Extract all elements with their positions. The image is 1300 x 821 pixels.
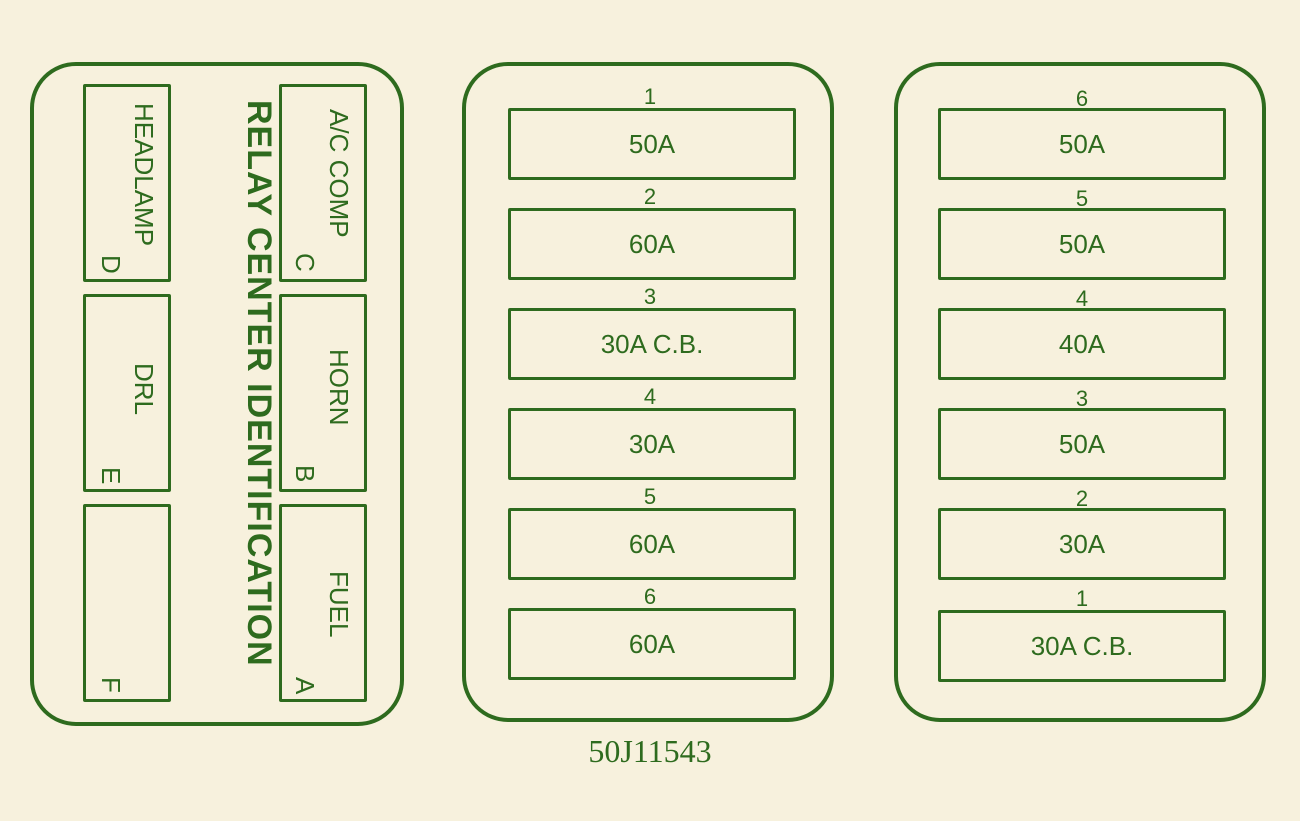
relay-letter-e: E (96, 467, 126, 485)
fuse-slot: 60A (508, 208, 796, 280)
fuse-panel-left: 1 50A 2 60A 3 30A C.B. 4 30A 5 60A 6 60A (462, 62, 834, 722)
fuse-number: 3 (643, 284, 657, 309)
fuse-slot: 60A (508, 508, 796, 580)
relay-slot-f: F (83, 504, 171, 702)
fuse-slot: 30A (508, 408, 796, 480)
fuse-slot: 30A C.B. (938, 610, 1226, 682)
fuse-number: 1 (1075, 586, 1089, 611)
relay-center-panel: RELAY CENTER IDENTIFICATION HEADLAMP D D… (30, 62, 404, 726)
relay-slot-b: HORN B (279, 294, 367, 492)
relay-slot-d: HEADLAMP D (83, 84, 171, 282)
fuse-slot: 50A (938, 108, 1226, 180)
diagram-id: 50J11543 (588, 733, 712, 769)
fuse-number: 5 (1075, 186, 1089, 211)
fuse-number: 5 (643, 484, 657, 509)
fuse-number: 2 (643, 184, 657, 209)
fuse-slot: 50A (938, 208, 1226, 280)
fuse-number: 6 (643, 584, 657, 609)
relay-label-drl: DRL (129, 363, 159, 416)
relay-letter-f: F (96, 677, 126, 693)
relay-slot-c: A/C COMP C (279, 84, 367, 282)
fuse-number: 6 (1075, 86, 1089, 111)
fuse-slot: 60A (508, 608, 796, 680)
relay-label-headlamp: HEADLAMP (129, 103, 159, 247)
fuse-slot: 30A (938, 508, 1226, 580)
relay-slot-a: FUEL A (279, 504, 367, 702)
fuse-slot: 40A (938, 308, 1226, 380)
relay-center-title: RELAY CENTER IDENTIFICATION (240, 100, 278, 667)
relay-letter-a: A (290, 677, 320, 695)
fuse-number: 1 (643, 84, 657, 109)
relay-slot-e: DRL E (83, 294, 171, 492)
fuse-number: 3 (1075, 386, 1089, 411)
relay-label-ac-comp: A/C COMP (324, 109, 354, 238)
relay-label-horn: HORN (324, 349, 354, 426)
fuse-number: 4 (1075, 286, 1089, 311)
fuse-slot: 50A (508, 108, 796, 180)
fuse-number: 2 (1075, 486, 1089, 511)
fuse-slot: 50A (938, 408, 1226, 480)
fuse-panel-right: 6 50A 5 50A 4 40A 3 50A 2 30A 1 30A C.B. (894, 62, 1266, 722)
relay-letter-d: D (96, 255, 126, 274)
relay-letter-c: C (290, 253, 320, 272)
fuse-slot: 30A C.B. (508, 308, 796, 380)
fuse-number: 4 (643, 384, 657, 409)
relay-label-fuel: FUEL (324, 571, 354, 638)
relay-letter-b: B (290, 465, 320, 483)
